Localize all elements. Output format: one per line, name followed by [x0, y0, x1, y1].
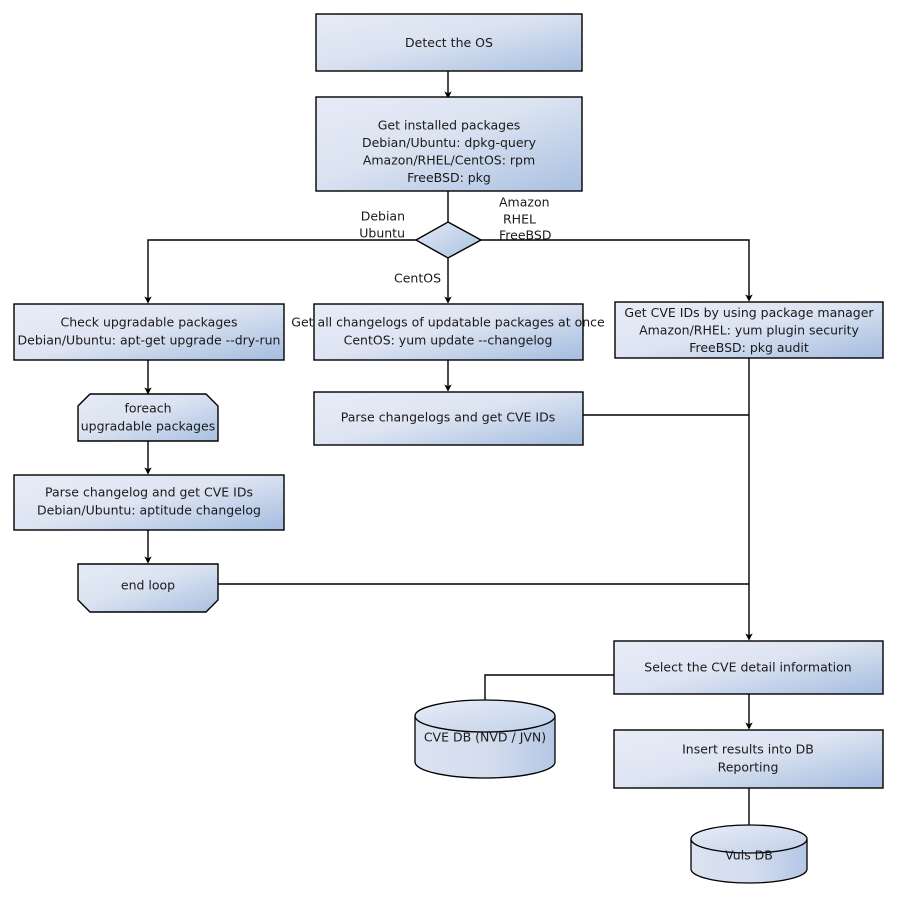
check-upgradable-line-1: Check upgradable packages: [61, 315, 238, 330]
node-check-upgradable[interactable]: Check upgradable packages Debian/Ubuntu:…: [13, 303, 285, 361]
node-get-installed-packages[interactable]: Get installed packages Debian/Ubuntu: dp…: [315, 96, 583, 192]
vuls-db-label: Vuls DB: [725, 848, 773, 863]
node-os-decision[interactable]: [414, 221, 483, 259]
label-debian: Debian: [361, 209, 405, 224]
get-installed-packages-line-2: Debian/Ubuntu: dpkg-query: [362, 135, 537, 150]
node-vuls-db[interactable]: Vuls DB: [690, 824, 808, 884]
node-foreach-loop-start[interactable]: foreach upgradable packages: [77, 393, 219, 442]
node-insert-results[interactable]: Insert results into DB Reporting: [613, 729, 884, 789]
get-installed-packages-line-3: Amazon/RHEL/CentOS: rpm: [363, 153, 535, 168]
edge-decision-to-get-cve-ids: [481, 239, 753, 302]
get-installed-packages-line-1: Get installed packages: [378, 118, 521, 133]
edge-label-centos: CentOS: [394, 271, 441, 286]
parse-changelog-debian-box[interactable]: [13, 474, 285, 531]
edge-label-debian-ubuntu: Debian Ubuntu: [359, 209, 405, 241]
check-upgradable-line-2: Debian/Ubuntu: apt-get upgrade --dry-run: [18, 333, 281, 348]
get-installed-packages-box[interactable]: [315, 96, 583, 192]
insert-results-line-1: Insert results into DB: [682, 742, 814, 757]
get-cve-ids-line-1: Get CVE IDs by using package manager: [624, 305, 874, 320]
edge-select-cve-to-cve-db: [484, 674, 614, 708]
get-cve-ids-box[interactable]: [614, 301, 884, 359]
label-freebsd: FreeBSD: [499, 228, 551, 243]
get-cve-ids-line-3: FreeBSD: pkg audit: [689, 340, 809, 355]
label-amazon: Amazon: [499, 195, 550, 210]
get-all-changelogs-box[interactable]: [313, 303, 584, 361]
parse-changelog-debian-line-1: Parse changelog and get CVE IDs: [45, 485, 253, 500]
os-decision-diamond[interactable]: [414, 221, 483, 259]
parse-changelogs-label: Parse changelogs and get CVE IDs: [341, 410, 555, 425]
foreach-line-1: foreach: [124, 401, 171, 416]
node-get-cve-ids-pkg-manager[interactable]: Get CVE IDs by using package manager Ama…: [614, 301, 884, 359]
node-end-loop[interactable]: end loop: [77, 563, 219, 613]
cve-db-cylinder-top[interactable]: [414, 699, 556, 733]
edge-label-amazon-rhel-freebsd: Amazon RHEL FreeBSD: [499, 195, 551, 243]
cve-db-label: CVE DB (NVD / JVN): [424, 730, 546, 745]
label-centos: CentOS: [394, 271, 441, 286]
insert-results-line-2: Reporting: [718, 760, 779, 775]
select-cve-detail-box[interactable]: [613, 640, 884, 695]
get-installed-packages-line-4: FreeBSD: pkg: [407, 170, 491, 185]
select-cve-detail-label: Select the CVE detail information: [644, 660, 851, 675]
foreach-line-2: upgradable packages: [81, 419, 216, 434]
parse-changelogs-box[interactable]: [313, 391, 584, 446]
edge-decision-to-check-upgradable: [144, 239, 416, 304]
detect-os-label: Detect the OS: [405, 35, 493, 50]
end-loop-shape[interactable]: [77, 563, 219, 613]
get-cve-ids-line-2: Amazon/RHEL: yum plugin security: [639, 323, 859, 338]
vuls-db-cylinder-top[interactable]: [690, 824, 808, 854]
node-parse-changelogs-centos[interactable]: Parse changelogs and get CVE IDs: [313, 391, 584, 446]
foreach-loop-shape[interactable]: [77, 393, 219, 442]
check-upgradable-box[interactable]: [13, 303, 285, 361]
parse-changelog-debian-line-2: Debian/Ubuntu: aptitude changelog: [37, 503, 261, 518]
cve-db-cylinder-body[interactable]: [414, 715, 556, 779]
insert-results-box[interactable]: [613, 729, 884, 789]
detect-os-box[interactable]: [315, 13, 583, 72]
get-all-changelogs-line-2: CentOS: yum update --changelog: [344, 333, 553, 348]
get-all-changelogs-line-1: Get all changelogs of updatable packages…: [291, 315, 605, 330]
node-get-all-changelogs[interactable]: Get all changelogs of updatable packages…: [291, 303, 605, 361]
node-select-cve-detail[interactable]: Select the CVE detail information: [613, 640, 884, 695]
connectors: [144, 71, 753, 829]
node-detect-os[interactable]: Detect the OS: [315, 13, 583, 72]
label-ubuntu: Ubuntu: [359, 226, 405, 241]
end-loop-label: end loop: [121, 578, 175, 593]
node-cve-db[interactable]: CVE DB (NVD / JVN): [414, 699, 556, 779]
label-rhel: RHEL: [503, 212, 536, 227]
node-parse-changelog-debian[interactable]: Parse changelog and get CVE IDs Debian/U…: [13, 474, 285, 531]
